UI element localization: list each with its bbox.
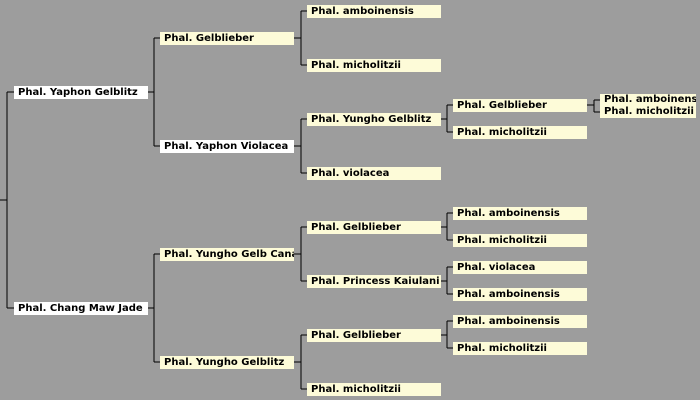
node-gggp-5[interactable]: Phal. violacea xyxy=(453,261,587,274)
node-gggp-3[interactable]: Phal. amboinensis xyxy=(453,207,587,220)
node-ggp-3[interactable]: Phal. Yungho Gelblitz xyxy=(307,113,441,126)
node-gggp-4[interactable]: Phal. micholitzii xyxy=(453,234,587,247)
node-ggp-2[interactable]: Phal. micholitzii xyxy=(307,59,441,72)
node-gggp-1[interactable]: Phal. Gelblieber xyxy=(453,99,587,112)
node-grandparent-3[interactable]: Phal. Yungho Gelb Canary xyxy=(160,248,294,261)
node-parent-seed[interactable]: Phal. Yaphon Gelblitz xyxy=(14,86,148,99)
node-ggp-8[interactable]: Phal. micholitzii xyxy=(307,383,441,396)
node-parent-pollen[interactable]: Phal. Chang Maw Jade xyxy=(14,302,148,315)
node-gggp-6[interactable]: Phal. amboinensis xyxy=(453,288,587,301)
node-ggp-4[interactable]: Phal. violacea xyxy=(307,167,441,180)
node-ggggp-1[interactable]: Phal. amboinensis xyxy=(600,94,696,106)
node-gggp-2[interactable]: Phal. micholitzii xyxy=(453,126,587,139)
node-gggp-7[interactable]: Phal. amboinensis xyxy=(453,315,587,328)
node-grandparent-2[interactable]: Phal. Yaphon Violacea xyxy=(160,140,294,153)
node-grandparent-1[interactable]: Phal. Gelblieber xyxy=(160,32,294,45)
node-ggggp-2[interactable]: Phal. micholitzii xyxy=(600,106,696,118)
node-grandparent-4[interactable]: Phal. Yungho Gelblitz xyxy=(160,356,294,369)
node-ggp-7[interactable]: Phal. Gelblieber xyxy=(307,329,441,342)
node-ggp-6[interactable]: Phal. Princess Kaiulani xyxy=(307,275,441,288)
node-ggp-1[interactable]: Phal. amboinensis xyxy=(307,5,441,18)
node-ggp-5[interactable]: Phal. Gelblieber xyxy=(307,221,441,234)
node-gggp-8[interactable]: Phal. micholitzii xyxy=(453,342,587,355)
